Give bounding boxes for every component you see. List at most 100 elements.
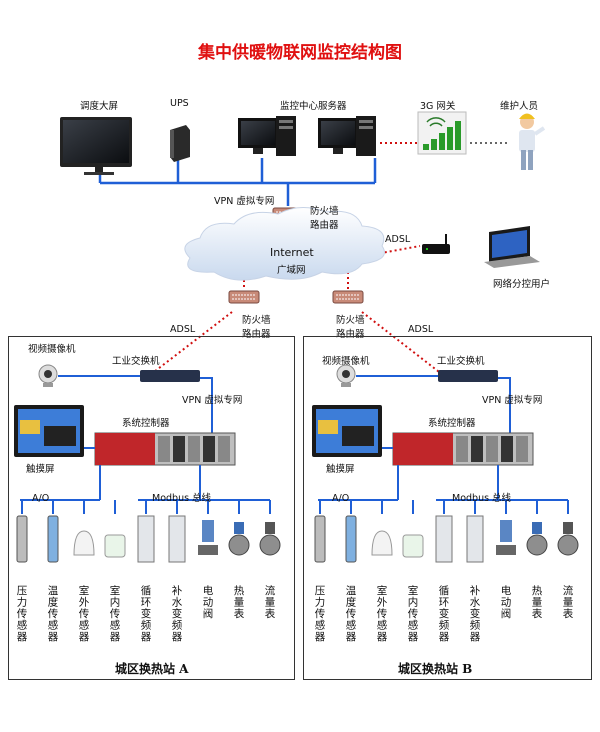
controller-module-icon xyxy=(486,436,498,462)
controller-module-icon xyxy=(218,436,230,462)
device-label: 室内传感器 xyxy=(406,585,419,643)
station-a-switch-label: 工业交换机 xyxy=(112,356,160,367)
touch-screen-panel xyxy=(44,426,76,446)
device-label: 室外传感器 xyxy=(375,585,388,643)
electric-valve-icon xyxy=(496,545,516,555)
pressure-sensor-icon xyxy=(314,515,326,563)
adsl-modem-icon xyxy=(422,234,450,254)
outdoor-sensor-icon xyxy=(73,530,95,556)
flow-meter-icon xyxy=(259,534,281,556)
station-a-ao-label: A/O xyxy=(32,493,50,504)
device-label: 室内传感器 xyxy=(108,585,121,643)
station-a-box xyxy=(8,336,295,680)
flow-meter-icon xyxy=(557,534,579,556)
controller-module-icon xyxy=(173,436,185,462)
device-label: 流量表 xyxy=(561,585,574,620)
server-icon xyxy=(238,116,296,156)
internet-label: Internet xyxy=(270,246,314,259)
camera-lens-icon xyxy=(342,370,350,378)
laptop-icon xyxy=(484,226,540,268)
touch-screen-panel xyxy=(20,420,40,434)
device-label: 流量表 xyxy=(263,585,276,620)
station-a-touch-label: 触摸屏 xyxy=(26,464,55,475)
adsl-label: ADSL xyxy=(385,234,411,245)
controller-module-icon xyxy=(158,436,170,462)
dispatch-screen-label: 调度大屏 xyxy=(80,101,119,112)
wan-label: 广域网 xyxy=(277,265,306,276)
electric-valve-icon xyxy=(500,520,512,542)
industrial-switch-icon xyxy=(140,370,200,382)
firewall-label: 防火墙 路由器 xyxy=(310,206,339,231)
station-b-box xyxy=(303,336,592,680)
station-b-ao-label: A/O xyxy=(332,493,350,504)
camera-base-icon xyxy=(43,383,53,387)
station-b-firewall-label: 防火墙 路由器 xyxy=(336,315,365,340)
device-label: 热量表 xyxy=(530,585,543,620)
heat-meter-icon xyxy=(234,522,244,534)
firewall-router-icon xyxy=(228,290,260,304)
device-label: 补水变频器 xyxy=(468,585,481,643)
maintainer-person-icon xyxy=(519,113,546,170)
device-label: 压力传感器 xyxy=(313,585,326,643)
controller-module-icon xyxy=(188,436,200,462)
station-a-firewall-label: 防火墙 路由器 xyxy=(242,315,271,340)
makeup-vfd-icon xyxy=(466,515,484,563)
device-label: 循环变频器 xyxy=(437,585,450,643)
pressure-sensor-icon xyxy=(16,515,28,563)
device-label: 补水变频器 xyxy=(170,585,183,643)
flow-meter-icon xyxy=(563,522,573,534)
controller-module-icon xyxy=(471,436,483,462)
temperature-sensor-icon xyxy=(345,515,357,563)
heat-meter-icon xyxy=(228,534,250,556)
station-b-modbus-label: Modbus 总线 xyxy=(452,493,512,504)
ups-label: UPS xyxy=(170,98,189,109)
indoor-sensor-icon xyxy=(104,534,126,558)
vpn-label: VPN 虚拟专网 xyxy=(214,196,275,207)
heat-meter-icon xyxy=(526,534,548,556)
station-b-camera-label: 视频摄像机 xyxy=(322,356,370,367)
electric-valve-icon xyxy=(198,545,218,555)
industrial-switch-icon xyxy=(438,370,498,382)
device-label: 循环变频器 xyxy=(139,585,152,643)
circulation-vfd-icon xyxy=(435,515,453,563)
device-label: 电动阀 xyxy=(499,585,512,620)
station-a-title: 城区换热站 A xyxy=(115,662,189,676)
controller-cpu-icon xyxy=(393,433,453,465)
ups-icon xyxy=(170,125,190,162)
station-a-modbus-label: Modbus 总线 xyxy=(152,493,212,504)
controller-module-icon xyxy=(456,436,468,462)
controller-module-icon xyxy=(203,436,215,462)
station-a-vpn-label: VPN 虚拟专网 xyxy=(182,395,243,406)
indoor-sensor-icon xyxy=(402,534,424,558)
firewall-router-icon xyxy=(332,290,364,304)
station-a-controller-label: 系统控制器 xyxy=(122,418,170,429)
station-b-controller-label: 系统控制器 xyxy=(428,418,476,429)
device-label: 电动阀 xyxy=(201,585,214,620)
device-label: 温度传感器 xyxy=(46,585,59,643)
flow-meter-icon xyxy=(265,522,275,534)
station-b-switch-label: 工业交换机 xyxy=(437,356,485,367)
circulation-vfd-icon xyxy=(137,515,155,563)
diagram-title: 集中供暖物联网监控结构图 xyxy=(198,43,402,63)
makeup-vfd-icon xyxy=(168,515,186,563)
controller-module-icon xyxy=(516,436,528,462)
device-label: 室外传感器 xyxy=(77,585,90,643)
server-icon xyxy=(318,116,376,156)
device-label: 热量表 xyxy=(232,585,245,620)
device-label: 温度传感器 xyxy=(344,585,357,643)
temperature-sensor-icon xyxy=(47,515,59,563)
internet-cloud-icon xyxy=(184,207,385,281)
controller-module-icon xyxy=(501,436,513,462)
camera-base-icon xyxy=(341,383,351,387)
server-label: 监控中心服务器 xyxy=(280,101,347,112)
camera-lens-icon xyxy=(44,370,52,378)
gateway-label: 3G 网关 xyxy=(420,101,456,112)
3g-gateway-icon xyxy=(417,111,467,155)
station-a-adsl-label: ADSL xyxy=(170,324,196,335)
station-b-adsl-label: ADSL xyxy=(408,324,434,335)
station-b-vpn-label: VPN 虚拟专网 xyxy=(482,395,543,406)
station-a-camera-label: 视频摄像机 xyxy=(28,344,76,355)
outdoor-sensor-icon xyxy=(371,530,393,556)
touch-screen-panel xyxy=(318,420,338,434)
